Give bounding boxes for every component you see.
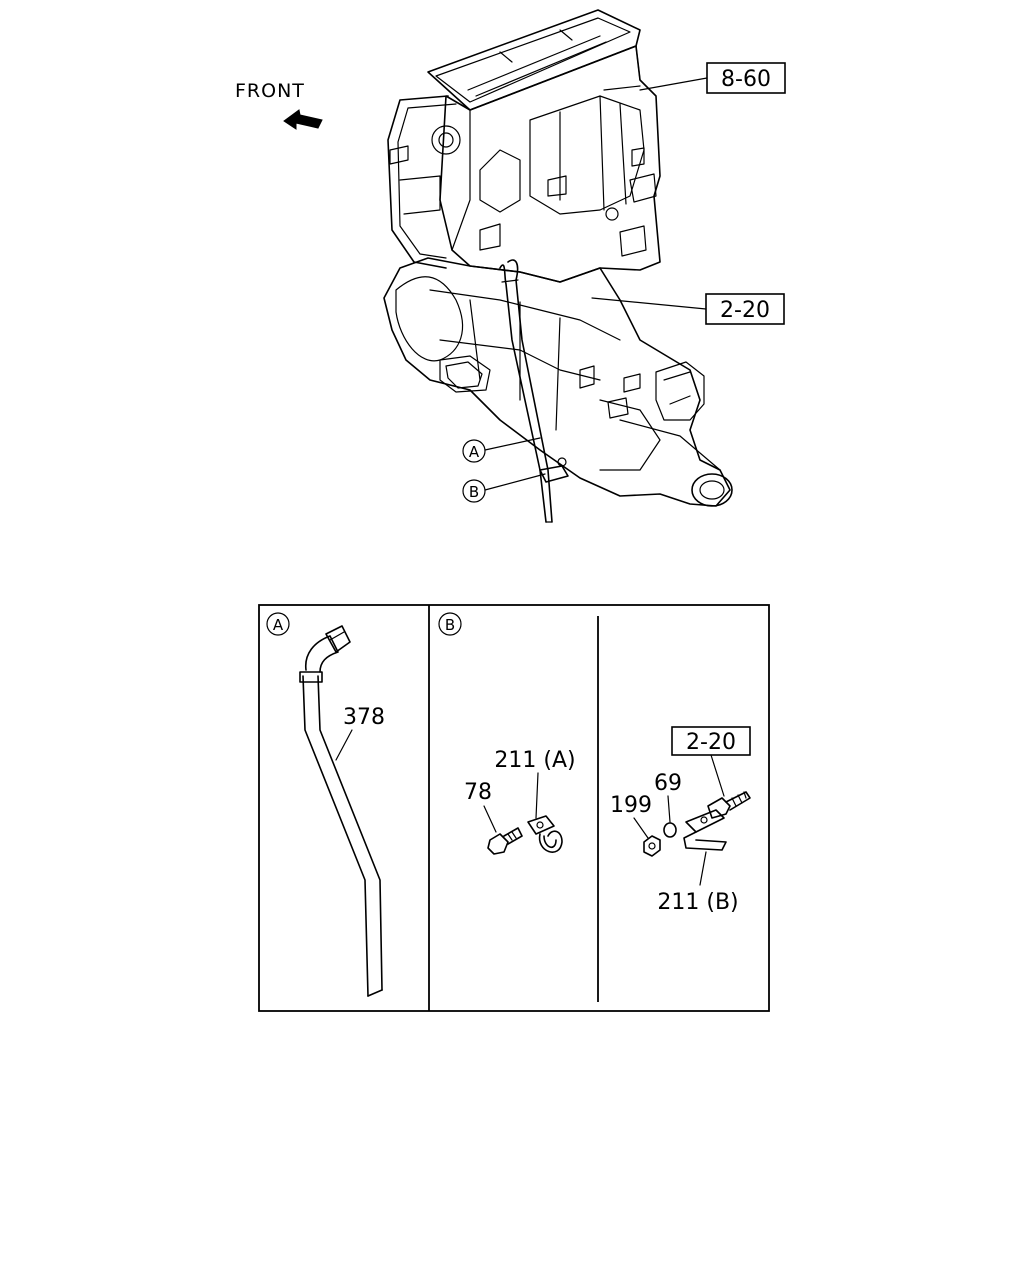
ref-label-2-20-detail: 2-20 xyxy=(686,730,736,755)
clip-211a xyxy=(527,815,563,853)
front-arrow-icon xyxy=(283,109,323,130)
leader-2-20-detail xyxy=(710,754,725,797)
detail-b-circle-label: B xyxy=(445,616,455,634)
front-label: FRONT xyxy=(235,80,305,102)
leader-211a xyxy=(535,772,539,819)
ref-label-8-60: 8-60 xyxy=(721,67,771,92)
callout-a-circle xyxy=(462,439,486,463)
ref-box-2-20 xyxy=(705,293,785,325)
detail-a-panel: A 378 xyxy=(266,612,385,997)
callout-a-label: A xyxy=(469,443,480,461)
nut-199 xyxy=(643,835,661,857)
ref-box-2-20-detail xyxy=(671,726,751,756)
washer-69 xyxy=(663,822,677,838)
clip-211b xyxy=(683,809,727,851)
leader-378 xyxy=(335,729,353,761)
leader-b xyxy=(484,473,546,491)
part-199-label: 199 xyxy=(610,793,652,818)
part-211b-label: 211 (B) xyxy=(657,890,738,915)
leader-a xyxy=(484,437,541,451)
dipstick-tube-378 xyxy=(299,625,383,997)
callout-b-label: B xyxy=(469,483,479,501)
part-378-label: 378 xyxy=(343,705,385,730)
leader-8-60 xyxy=(639,77,708,91)
callout-b-circle xyxy=(462,479,486,503)
part-211a-label: 211 (A) xyxy=(494,748,575,773)
leader-2-20 xyxy=(591,297,707,310)
leader-199 xyxy=(633,817,649,839)
transmission-assembly-drawing xyxy=(383,9,733,523)
leader-211b xyxy=(699,851,707,886)
detail-a-circle xyxy=(266,612,290,636)
detail-a-circle-label: A xyxy=(273,616,284,634)
leader-78 xyxy=(483,805,497,833)
stud-bolt xyxy=(707,791,751,819)
part-69-label: 69 xyxy=(654,771,682,796)
bolt-78 xyxy=(487,827,523,855)
detail-frame xyxy=(258,604,770,1012)
detail-b-circle xyxy=(438,612,462,636)
part-78-label: 78 xyxy=(464,780,492,805)
ref-label-2-20: 2-20 xyxy=(720,298,770,323)
detail-b-panel: B 211 (A) 78 2-20 69 199 xyxy=(438,612,751,915)
leader-69 xyxy=(667,795,671,823)
